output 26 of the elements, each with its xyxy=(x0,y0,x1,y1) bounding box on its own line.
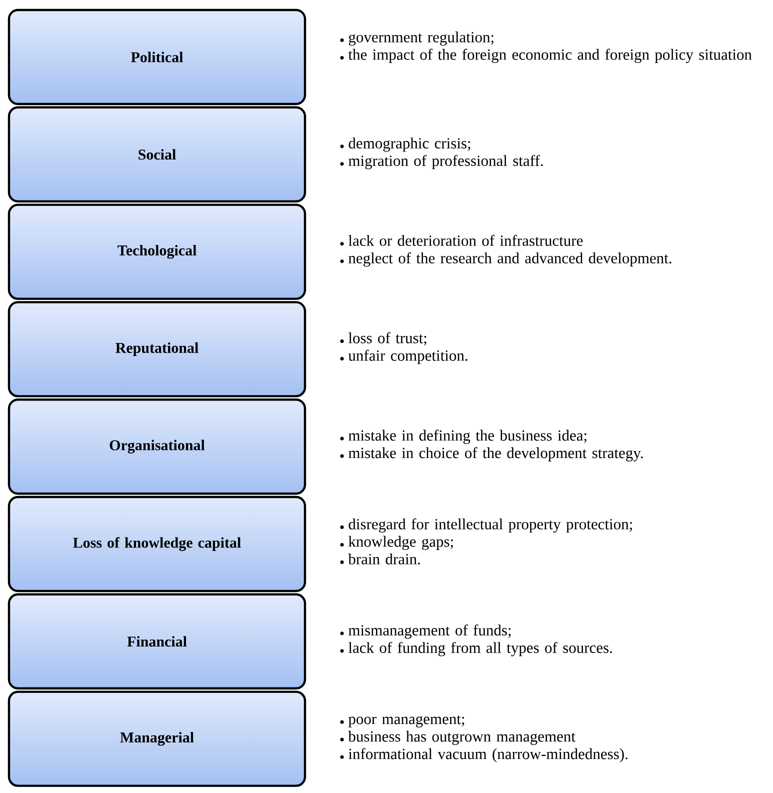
bullet-item: neglect of the research and advanced development. xyxy=(340,252,672,267)
bullet-item: knowledge gaps; xyxy=(340,536,453,550)
bullet-item: migration of professional staff. xyxy=(340,154,543,170)
bullet-item: the impact of the foreign economic and foreign policy situation xyxy=(340,48,752,63)
category-box: Social xyxy=(8,106,306,202)
category-box: Organisational xyxy=(8,398,306,495)
bullet-item: disregard for intellectual property protection; xyxy=(340,518,632,533)
bullet-item: business has outgrown management xyxy=(340,730,576,745)
bullet-item: poor management; xyxy=(340,715,464,728)
category-box: Financial xyxy=(8,593,306,690)
bullet-item: unfair competition. xyxy=(340,350,468,364)
bullet-item: mistake in choice of the development strategy. xyxy=(340,447,643,462)
category-box: Loss of knowledge capital xyxy=(8,496,306,592)
bullet-item: brain drain. xyxy=(340,554,420,564)
category-box: Managerial xyxy=(8,690,306,787)
bullet-item: lack of funding from all types of sources. xyxy=(340,642,612,656)
bullet-item: mistake in defining the business idea; xyxy=(340,430,586,444)
bullet-item: loss of trust; xyxy=(340,332,426,346)
bullet-item: mismanagement of funds; xyxy=(340,624,511,639)
category-box: Reputational xyxy=(8,301,306,398)
category-box: Political xyxy=(8,8,306,106)
category-box: Techological xyxy=(8,204,306,300)
bullet-item: government regulation; xyxy=(340,32,494,46)
bullet-item: informational vacuum (narrow-mindedness). xyxy=(340,748,628,762)
bullet-item: demographic crisis; xyxy=(340,138,470,152)
bullet-item: lack or deterioration of infrastructure xyxy=(340,234,583,246)
